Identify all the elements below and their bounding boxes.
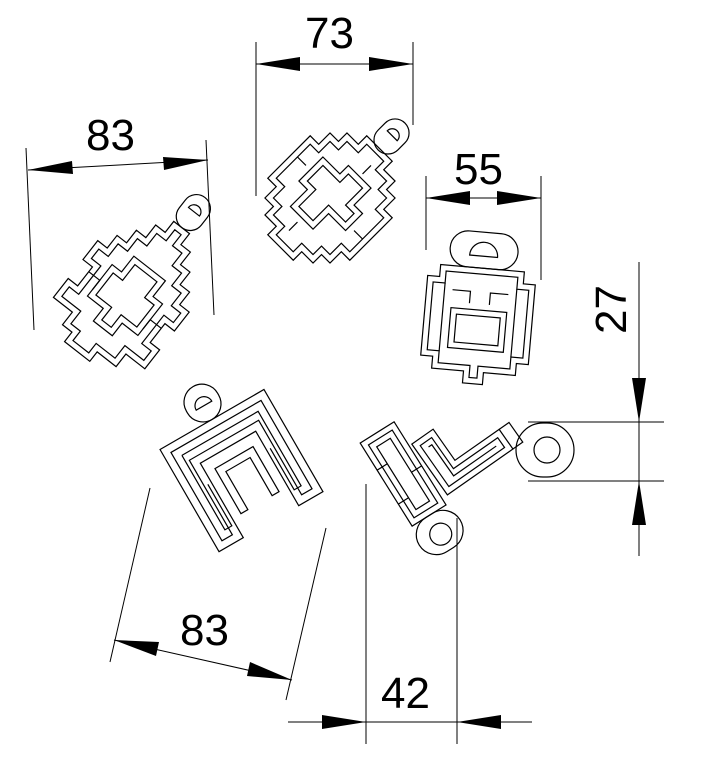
keychain-piece-bottom-center [359, 420, 464, 556]
dimension-right-upper: 55 [425, 145, 542, 280]
dimension-label-right-vertical: 27 [587, 285, 636, 334]
keychain-piece-top-left [52, 193, 212, 370]
keychain-piece-top-center [264, 118, 410, 264]
keychain-piece-right-lower [410, 421, 524, 496]
dimension-top-left: 83 [25, 111, 215, 331]
keychain-piece-bottom-left [159, 383, 324, 553]
keychain-ring-right [515, 422, 575, 478]
dimension-right-vertical: 27 [528, 262, 664, 556]
keychain-piece-right-upper [420, 230, 536, 386]
dimension-label-top-center: 73 [305, 9, 354, 58]
dimension-top-center: 73 [255, 9, 414, 196]
dimension-label-bottom-center: 42 [381, 669, 430, 718]
dimension-bottom-center: 42 [288, 484, 532, 744]
dimension-bottom-left: 83 [109, 487, 327, 701]
dimension-label-top-left: 83 [86, 111, 135, 160]
dimension-label-bottom-left: 83 [180, 606, 229, 655]
dimension-label-right-upper: 55 [454, 145, 503, 194]
